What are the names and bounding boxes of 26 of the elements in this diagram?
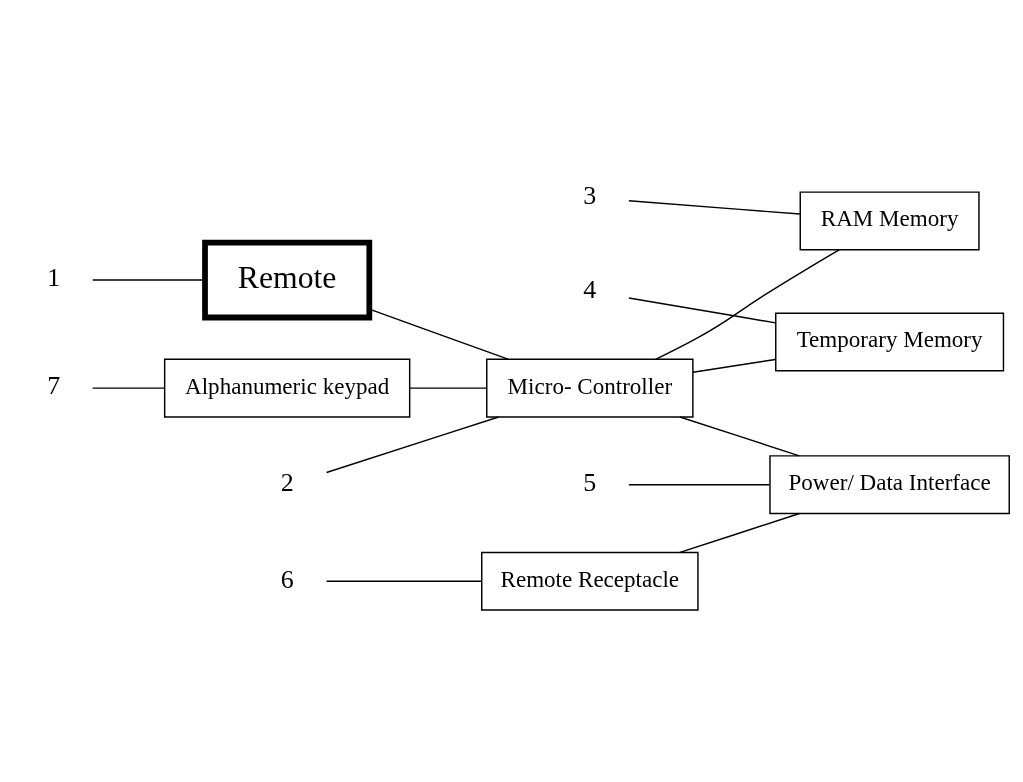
node-box: Power/ Data Interface <box>768 455 1010 515</box>
node-box: Remote <box>201 239 372 321</box>
node-text: 4 <box>582 274 596 304</box>
connector <box>325 416 499 474</box>
node-box: Temporary Memory <box>774 312 1004 372</box>
node-text: 2 <box>280 468 294 498</box>
node-text: 5 <box>582 468 596 498</box>
node-text: 1 <box>46 263 60 293</box>
connector <box>678 416 800 457</box>
node-box: Alphanumeric keypad <box>163 358 410 418</box>
connector <box>408 387 487 389</box>
node-text: 3 <box>582 181 596 211</box>
connector <box>654 249 840 360</box>
connector <box>91 387 165 389</box>
node-box: RAM Memory <box>799 191 980 251</box>
connector <box>691 358 776 374</box>
connector <box>627 483 770 486</box>
node-box: Micro- Controller <box>485 358 694 418</box>
connector <box>325 580 482 582</box>
node-text: 6 <box>280 564 294 594</box>
node-box: Remote Receptacle <box>480 551 699 611</box>
connector <box>91 279 205 281</box>
connector <box>627 200 801 215</box>
connector <box>627 297 776 324</box>
connector <box>678 512 800 554</box>
node-text: 7 <box>46 371 60 401</box>
